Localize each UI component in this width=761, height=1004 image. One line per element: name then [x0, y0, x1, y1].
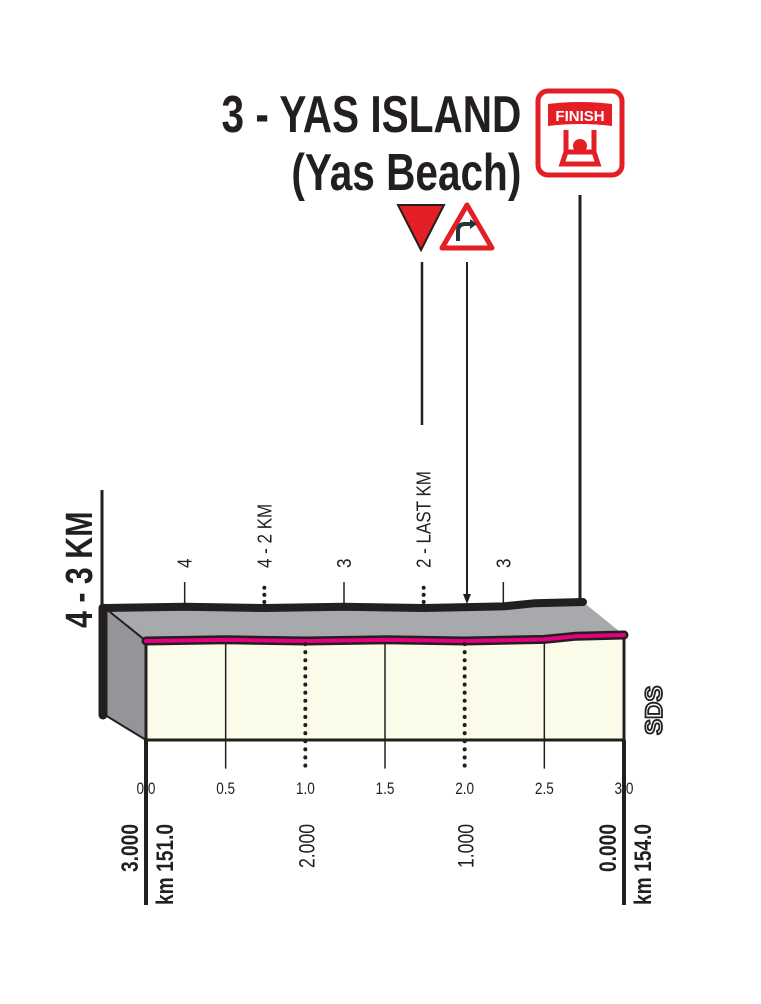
- road-lane-label: 3: [492, 559, 515, 568]
- km-to-go-label: 0.000: [594, 824, 622, 872]
- x-tick-label: 2.5: [535, 780, 554, 799]
- finish-icon: FINISH: [535, 88, 625, 178]
- curve-warning-icon: [439, 202, 495, 604]
- road-lane-label: 2 - LAST KM: [412, 471, 435, 568]
- x-tick-label: 1.0: [296, 780, 315, 799]
- road-lane-label: 4 - 2 KM: [253, 504, 276, 568]
- km-to-go-label: 2.000: [296, 824, 320, 868]
- section-label: 4 - 3 KM: [59, 511, 101, 628]
- road-lane-label: 4: [173, 559, 196, 568]
- profile-back-edge: [101, 598, 587, 613]
- x-tick-label: 2.0: [455, 780, 474, 799]
- finish-location: 3 - YAS ISLAND: [221, 86, 521, 144]
- sds-logo: SDS: [641, 686, 668, 735]
- road-lane-label: 3: [333, 559, 356, 568]
- finish-sign-label: FINISH: [555, 108, 604, 125]
- x-tick-label: 0.5: [216, 780, 235, 799]
- last-km-flag-icon: [396, 204, 446, 425]
- profile-elevation-line: [144, 633, 626, 644]
- km-to-go-label: 3.000: [116, 824, 144, 872]
- km-to-go-label: 1.000: [455, 824, 479, 868]
- stage-finish-title: 3 - YAS ISLAND (Yas Beach): [221, 86, 521, 202]
- race-km-label: km 154.0: [629, 824, 657, 905]
- finish-location-detail: (Yas Beach): [291, 144, 521, 202]
- x-tick-label: 1.5: [376, 780, 395, 799]
- race-km-label: km 151.0: [151, 824, 179, 905]
- profile-top-surface: [105, 602, 624, 641]
